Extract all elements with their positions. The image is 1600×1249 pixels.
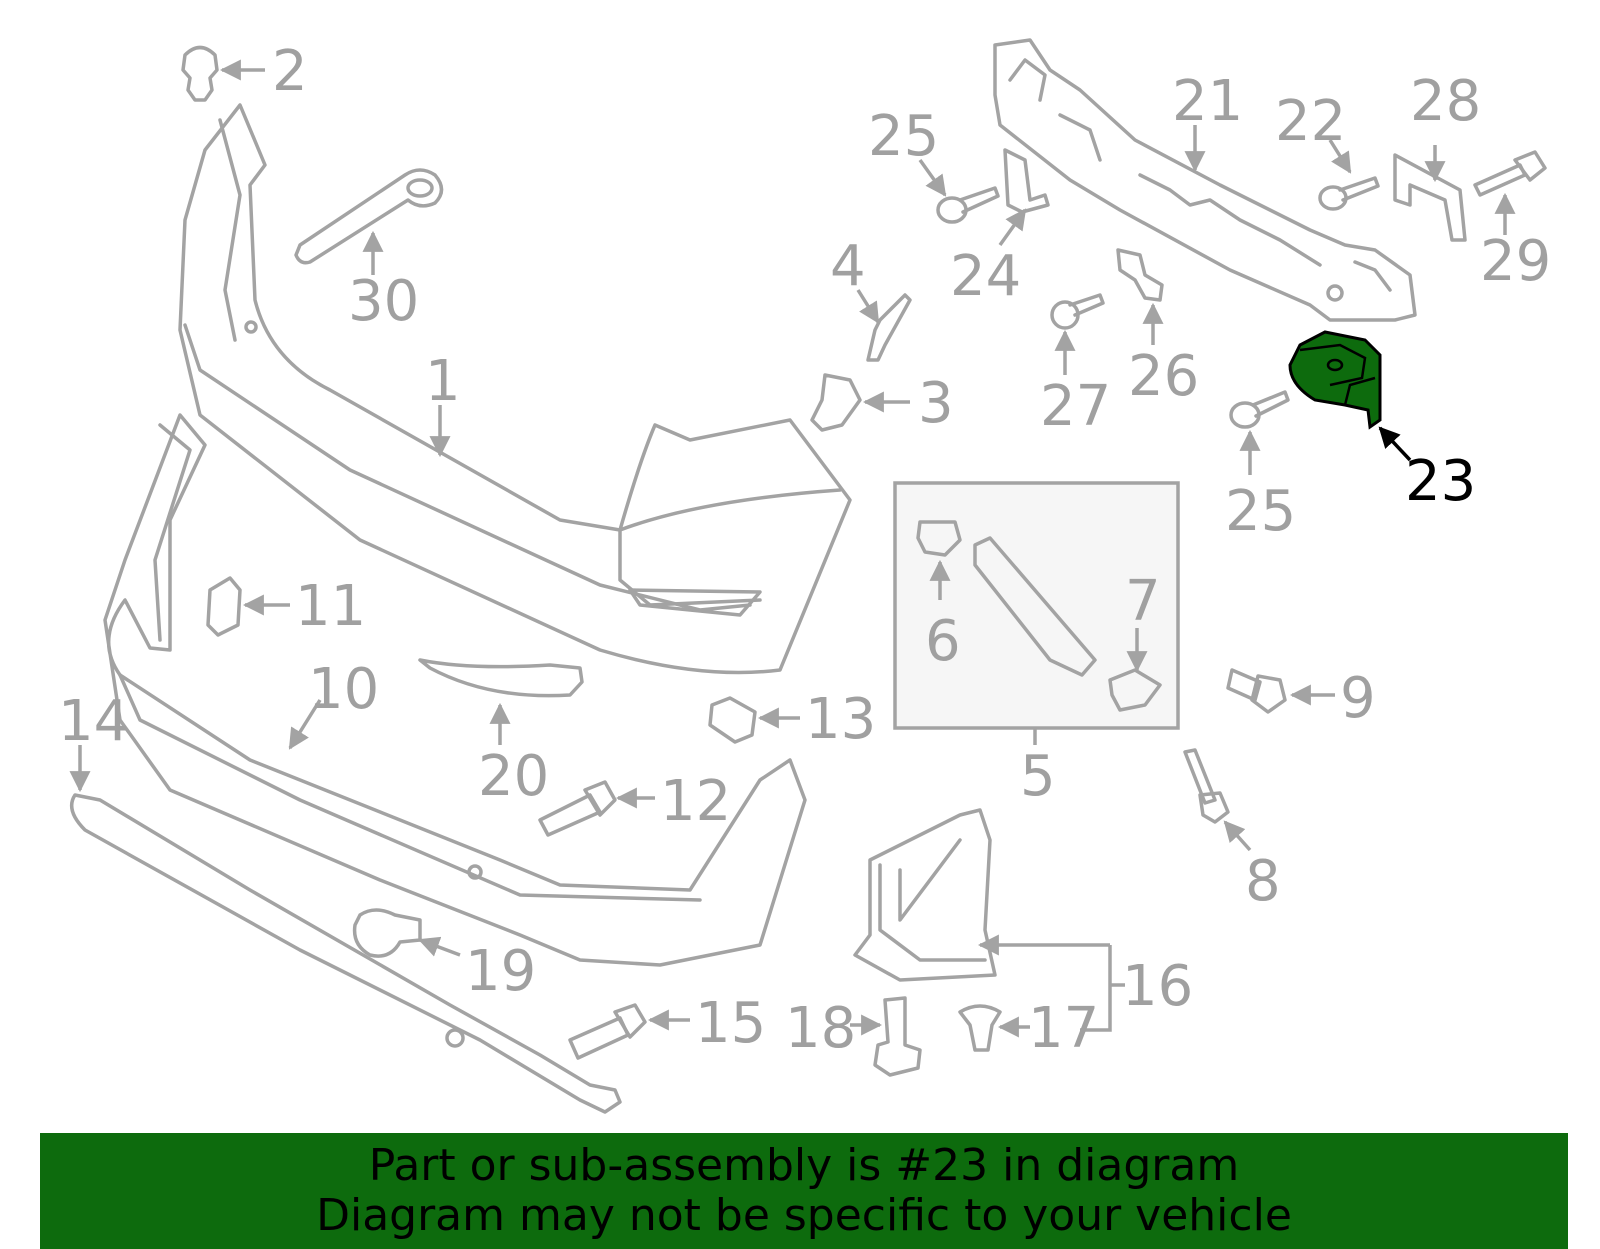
label-6: 6 — [925, 609, 961, 674]
label-9: 9 — [1340, 666, 1376, 731]
label-25-upper: 25 — [868, 104, 939, 169]
label-1: 1 — [425, 349, 461, 414]
label-26: 26 — [1128, 344, 1199, 409]
label-21: 21 — [1172, 69, 1243, 134]
label-7: 7 — [1125, 569, 1161, 634]
part-21-reinforcement[interactable] — [993, 38, 1417, 322]
part-3-clip[interactable] — [810, 373, 862, 432]
label-20: 20 — [478, 744, 549, 809]
part-12-bolt[interactable] — [538, 780, 617, 837]
info-banner: Part or sub-assembly is #23 in diagram D… — [40, 1133, 1568, 1249]
part-30-tow-hook[interactable] — [294, 168, 444, 265]
label-27: 27 — [1040, 374, 1111, 439]
part-13-clip[interactable] — [708, 696, 757, 744]
label-22: 22 — [1275, 89, 1346, 154]
label-19: 19 — [465, 939, 536, 1004]
label-13: 13 — [805, 687, 876, 752]
part-27-screw[interactable] — [1050, 293, 1105, 330]
label-24: 24 — [950, 244, 1021, 309]
part-28-plate[interactable] — [1393, 153, 1467, 242]
label-18: 18 — [785, 996, 856, 1061]
label-14: 14 — [58, 689, 129, 754]
part-23-highlighted-bracket[interactable] — [1288, 330, 1382, 430]
part-20-reflector[interactable] — [418, 658, 584, 698]
part-8-bolt[interactable] — [1183, 748, 1230, 824]
part-17-push-clip[interactable] — [958, 1004, 1002, 1052]
label-5: 5 — [1020, 744, 1056, 809]
label-28: 28 — [1410, 69, 1481, 134]
part-25-bolt-upper[interactable] — [936, 186, 1000, 224]
part-4-pin[interactable] — [866, 293, 912, 362]
label-17: 17 — [1028, 996, 1099, 1061]
label-30: 30 — [348, 269, 419, 334]
label-8: 8 — [1245, 849, 1281, 914]
label-10: 10 — [308, 657, 379, 722]
part-14-trim-strip[interactable] — [69, 793, 622, 1114]
part-18-stud[interactable] — [873, 996, 922, 1077]
label-15: 15 — [695, 991, 766, 1056]
label-11: 11 — [295, 574, 366, 639]
label-12: 12 — [660, 769, 731, 834]
part-24-bracket[interactable] — [1003, 148, 1050, 214]
label-3: 3 — [918, 371, 954, 436]
label-29: 29 — [1480, 229, 1551, 294]
label-23-highlighted: 23 — [1405, 449, 1476, 514]
part-9-bolt[interactable] — [1226, 668, 1287, 714]
part-2-clip[interactable] — [181, 45, 219, 102]
part-16-bracket[interactable] — [853, 808, 997, 982]
part-29-bolt[interactable] — [1473, 150, 1547, 197]
part-10-lower-bumper[interactable] — [103, 413, 807, 967]
part-11-clip[interactable] — [206, 576, 242, 637]
part-15-bolt[interactable] — [568, 1003, 647, 1060]
label-16: 16 — [1122, 954, 1193, 1019]
part-26-clip[interactable] — [1116, 248, 1164, 302]
banner-line-1: Part or sub-assembly is #23 in diagram — [368, 1140, 1240, 1191]
banner-line-2: Diagram may not be specific to your vehi… — [316, 1190, 1292, 1241]
label-2: 2 — [272, 39, 308, 104]
part-22-bolt[interactable] — [1318, 176, 1380, 211]
part-25-bolt-lower[interactable] — [1229, 390, 1290, 429]
label-25-lower: 25 — [1225, 479, 1296, 544]
part-1-bumper-cover[interactable] — [178, 103, 852, 675]
label-4: 4 — [830, 234, 866, 299]
part-19-sensor[interactable] — [352, 908, 422, 958]
